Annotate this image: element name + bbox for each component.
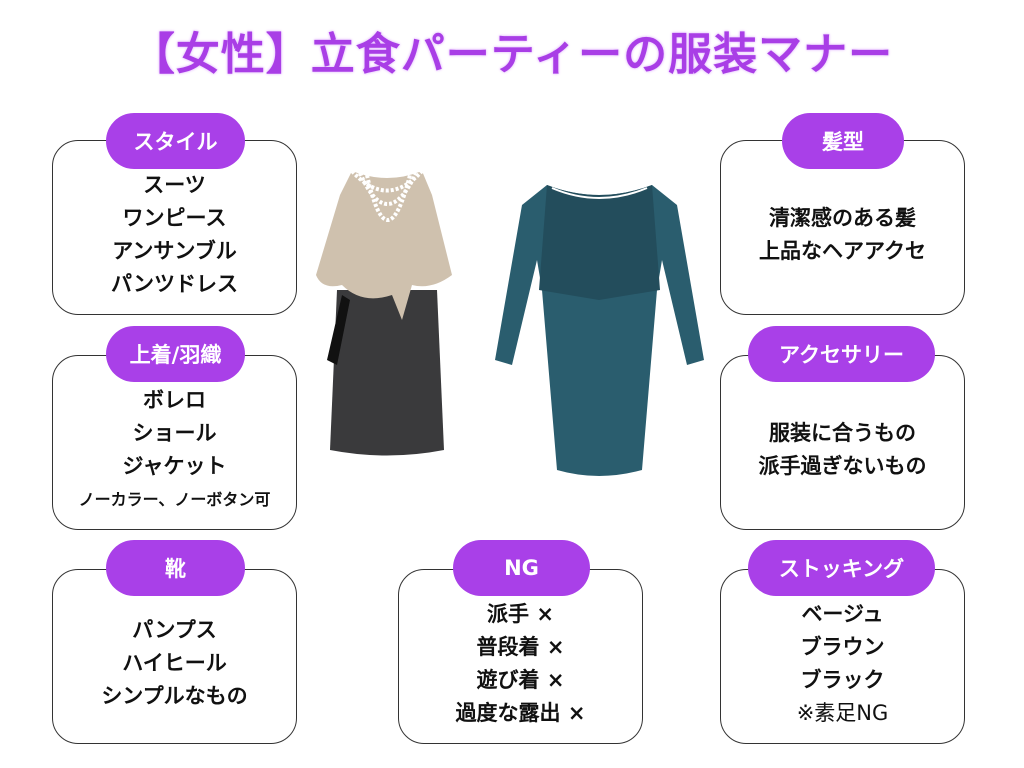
shoes-item: シンプルなもの (101, 684, 248, 708)
ng-box: 派手 × 普段着 × 遊び着 × 過度な露出 × (398, 569, 643, 744)
shoes-item: ハイヒール (122, 651, 227, 675)
accessory-item: 服装に合うもの (769, 420, 916, 445)
style-item: パンツドレス (110, 271, 239, 296)
beige-black-dress-illustration (316, 169, 452, 456)
outer-item: ショール (132, 420, 217, 445)
page-title: 【女性】立食パーティーの服装マナー (130, 29, 894, 80)
ng-item: 過度な露出 × (455, 700, 586, 725)
outer-box: ボレロ ショール ジャケット ノーカラー、ノーボタン可 (52, 355, 297, 530)
hair-item: 清潔感のある髪 (769, 205, 916, 230)
style-item: スーツ (143, 172, 206, 197)
stocking-item: ブラウン (800, 634, 885, 659)
stocking-item: ブラック (800, 667, 885, 692)
outer-item: ボレロ (143, 387, 206, 412)
hair-label: 髪型 (782, 113, 904, 169)
shoes-item: パンプス (132, 618, 217, 642)
hair-item: 上品なヘアアクセ (759, 238, 926, 263)
teal-jacket-dress-illustration (495, 185, 704, 476)
outer-item: ジャケット (122, 453, 227, 478)
ng-item: 遊び着 × (476, 667, 565, 692)
stocking-item: ベージュ (801, 601, 884, 626)
hair-box: 清潔感のある髪 上品なヘアアクセ (720, 140, 965, 315)
style-label: スタイル (106, 113, 245, 169)
accessory-label: アクセサリー (748, 326, 935, 382)
style-item: ワンピース (122, 205, 227, 230)
outer-label: 上着/羽織 (106, 326, 245, 382)
shoes-box: パンプス ハイヒール シンプルなもの (52, 569, 297, 744)
stocking-label: ストッキング (748, 540, 935, 596)
stocking-box: ベージュ ブラウン ブラック ※素足NG (720, 569, 965, 744)
style-box: スーツ ワンピース アンサンブル パンツドレス (52, 140, 297, 315)
ng-item: 派手 × (487, 601, 554, 626)
ng-label: NG (453, 540, 590, 596)
shoes-label: 靴 (106, 540, 245, 596)
style-item: アンサンブル (112, 238, 237, 263)
outer-note: ノーカラー、ノーボタン可 (78, 489, 271, 509)
accessory-item: 派手過ぎないもの (758, 453, 927, 478)
ng-item: 普段着 × (476, 634, 565, 659)
stocking-note: ※素足NG (796, 700, 889, 725)
